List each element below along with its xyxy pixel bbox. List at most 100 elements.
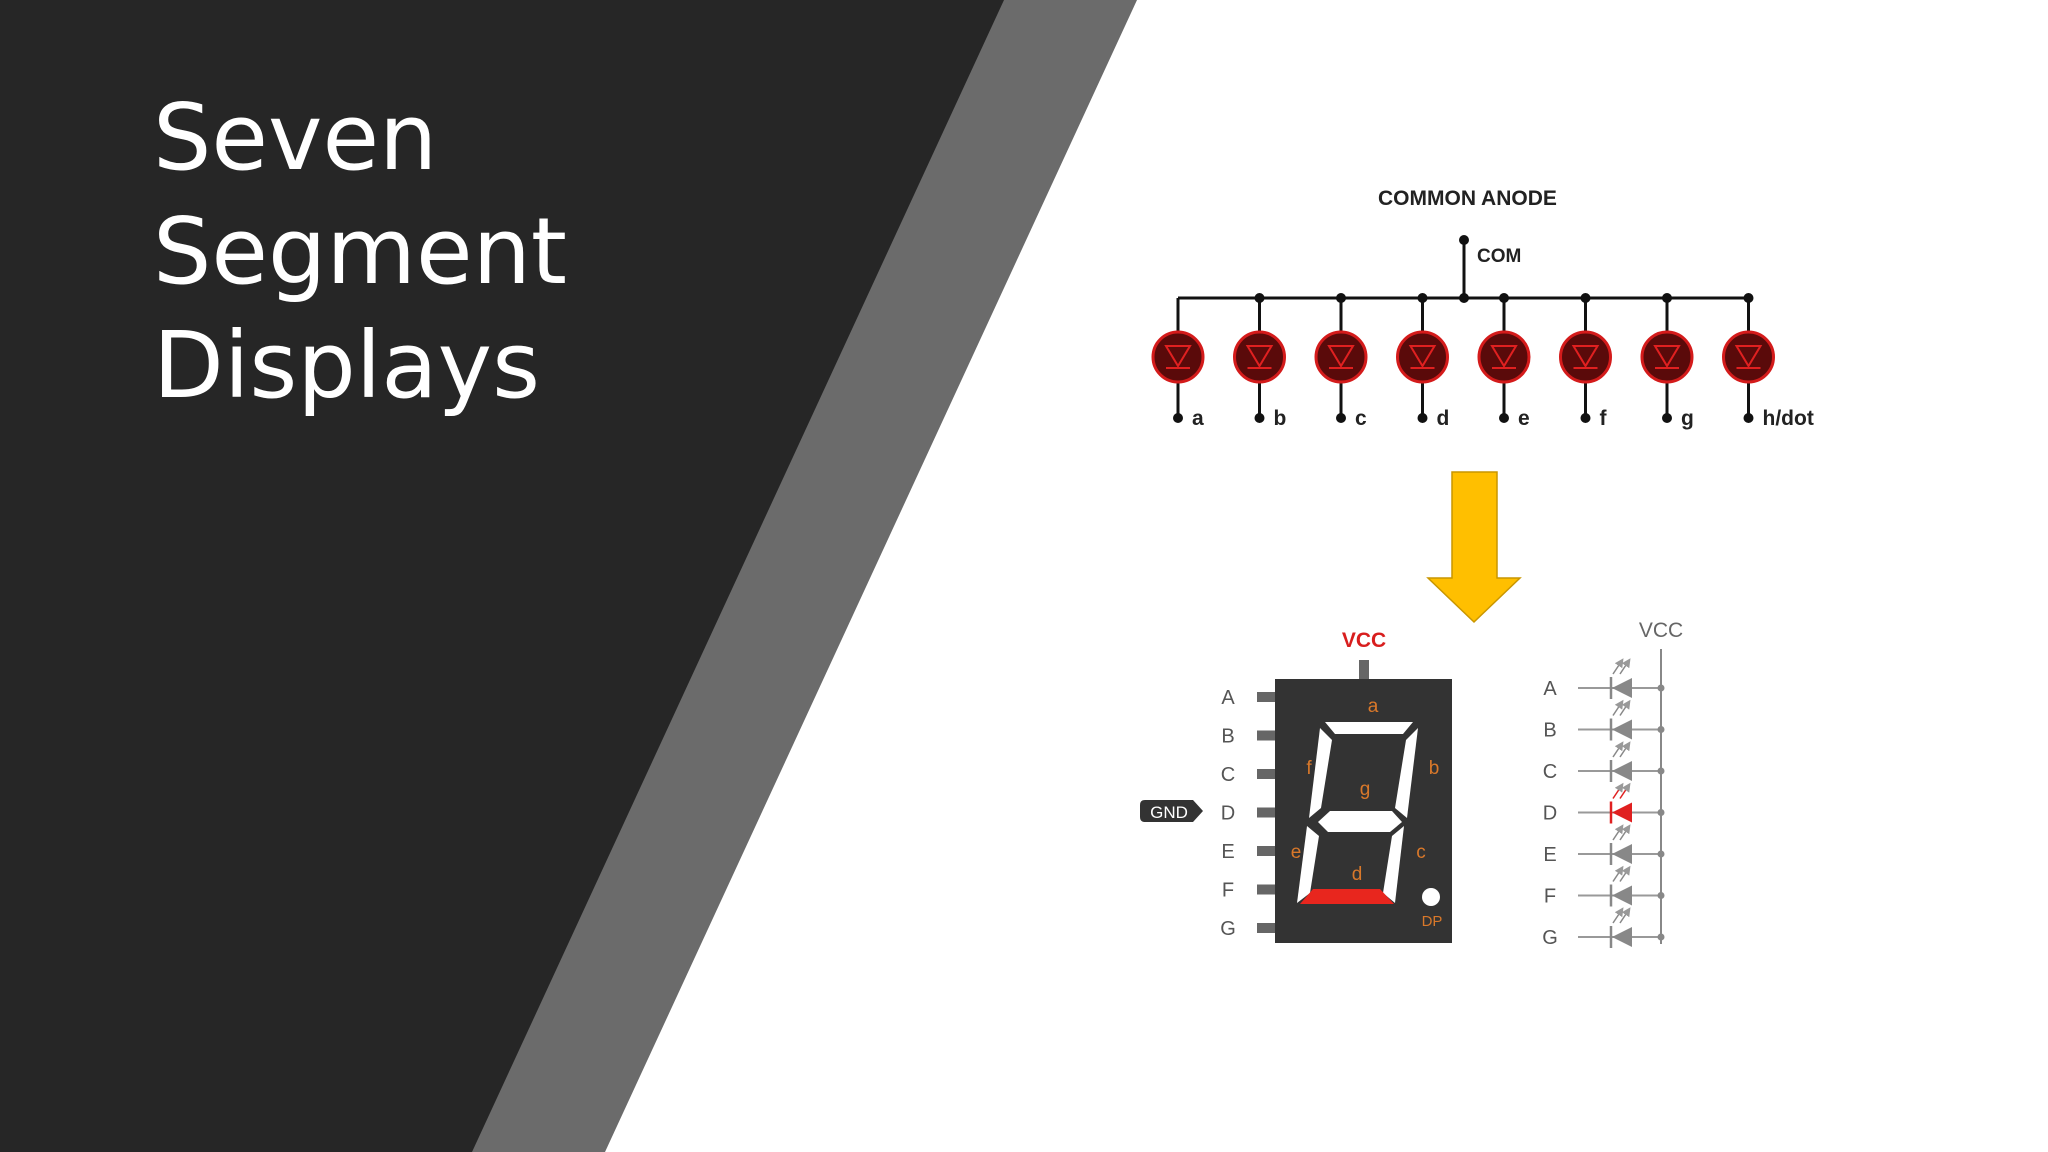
ladder-row-label: A [1543, 678, 1557, 700]
emission-arrow [1612, 782, 1624, 799]
bus-junction [1662, 293, 1672, 303]
led-body [1640, 330, 1694, 384]
emission-arrow [1612, 907, 1624, 924]
led-body [1559, 330, 1612, 384]
pin-label: D [1221, 803, 1235, 825]
pin-label: B [1221, 726, 1234, 748]
diode-triangle [1653, 345, 1681, 368]
pin-stub [1257, 730, 1275, 741]
gnd-label: GND [1150, 803, 1188, 822]
bus-junction [1743, 293, 1754, 303]
led-body [1722, 330, 1775, 384]
cathode-node [1254, 413, 1265, 423]
gnd-tag: GND [1140, 800, 1203, 822]
segment-g [1318, 811, 1402, 832]
segment-label-a: a [1368, 696, 1379, 717]
dp-label: DP [1422, 913, 1443, 930]
display-pin-G: G [1220, 918, 1275, 940]
cathode-node [1336, 413, 1346, 423]
cathode-node [1743, 413, 1754, 423]
ladder-junction [1657, 892, 1665, 899]
diode-triangle [1408, 345, 1437, 368]
diode-triangle [1245, 345, 1274, 368]
emission-arrow [1619, 741, 1631, 758]
led-label: h/dot [1763, 407, 1814, 430]
led-body [1396, 330, 1449, 384]
cathode-node [1580, 413, 1591, 423]
led-label: g [1681, 407, 1694, 430]
emission-arrow [1619, 699, 1631, 716]
segment-b [1395, 728, 1418, 818]
ladder-row-label: D [1543, 803, 1557, 825]
pin-stub [1257, 846, 1275, 856]
cathode-node [1417, 413, 1428, 423]
ladder-row-label: E [1543, 844, 1556, 866]
segment-d [1300, 889, 1394, 904]
display-vcc-label: VCC [1342, 629, 1386, 652]
emission-arrow [1612, 824, 1624, 841]
schematic-led-1: b [1233, 293, 1286, 430]
pin-label: F [1222, 880, 1234, 902]
emission-arrow [1612, 865, 1624, 882]
ladder-junction [1657, 809, 1665, 816]
pin-stub [1257, 692, 1275, 702]
cathode-node [1499, 413, 1509, 423]
display-pin-E: E [1221, 841, 1275, 863]
ladder-row-G: G [1542, 907, 1665, 949]
emission-arrow [1619, 658, 1631, 675]
led-body [1477, 330, 1531, 384]
bus-junction [1254, 293, 1265, 303]
diode-triangle [1490, 345, 1518, 368]
ladder-junction [1657, 933, 1665, 941]
ladder-diode [1612, 719, 1632, 740]
title-line-3: Displays [153, 312, 541, 419]
segment-label-f: f [1306, 758, 1312, 779]
decimal-point [1422, 888, 1440, 906]
ladder-diode [1612, 885, 1632, 906]
segment-f [1309, 728, 1332, 818]
ladder-diode [1612, 802, 1632, 823]
cathode-node [1173, 413, 1183, 423]
title-line-1: Seven [153, 84, 438, 191]
emission-arrow [1619, 824, 1631, 841]
pin-stub [1257, 884, 1275, 895]
segment-label-b: b [1429, 758, 1440, 779]
led-label: e [1518, 407, 1530, 430]
schematic-led-2: c [1314, 293, 1368, 430]
diode-triangle [1164, 345, 1192, 368]
schematic-led-5: f [1559, 293, 1612, 430]
title-line-2: Segment [153, 198, 567, 305]
ladder-row-D: D [1543, 782, 1665, 825]
diode-triangle [1734, 345, 1763, 368]
bus-junction [1580, 293, 1591, 303]
segment-label-c: c [1416, 842, 1426, 863]
pin-label: G [1220, 918, 1236, 940]
schematic-led-0: a [1151, 298, 1205, 430]
emission-arrow [1612, 658, 1624, 675]
led-label: d [1437, 407, 1450, 430]
ladder-row-F: F [1544, 865, 1665, 908]
segment-label-g: g [1360, 779, 1371, 800]
display-pin-A: A [1221, 687, 1275, 709]
ladder-row-E: E [1543, 824, 1665, 866]
bus-junction [1417, 293, 1428, 303]
schematic-led-7: h/dot [1722, 293, 1814, 430]
ladder-row-C: C [1543, 741, 1665, 783]
led-label: f [1600, 407, 1608, 430]
led-label: c [1355, 407, 1367, 430]
ladder-junction [1657, 767, 1665, 775]
emission-arrow [1619, 865, 1631, 882]
display-pin-D: D [1221, 803, 1275, 825]
ladder-row-label: F [1544, 886, 1556, 908]
ladder-diode [1612, 761, 1632, 781]
ladder-diode [1612, 678, 1632, 698]
ladder-junction [1657, 684, 1665, 692]
emission-arrow [1619, 907, 1631, 924]
schematic-led-4: e [1477, 293, 1531, 430]
diode-triangle [1327, 345, 1355, 368]
ladder-diode [1612, 844, 1632, 864]
com-node [1459, 235, 1469, 245]
segment-e [1297, 826, 1319, 903]
